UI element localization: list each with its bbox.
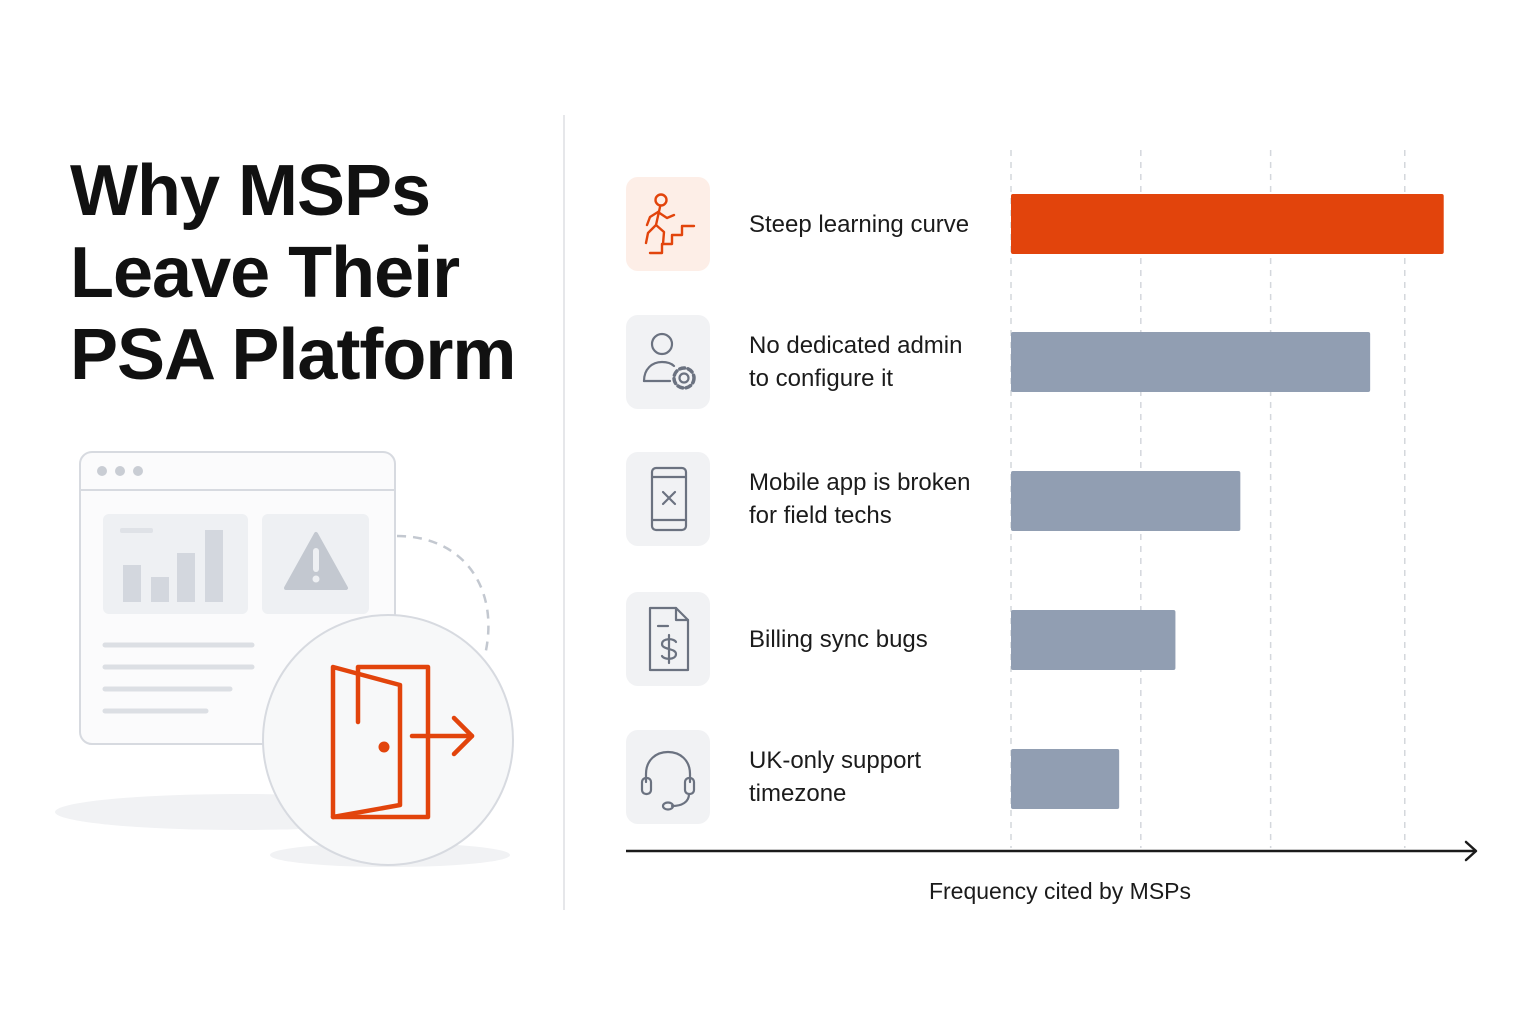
user-gear-icon: [642, 332, 696, 390]
bar-3: [1011, 471, 1241, 531]
x-axis-arrow: [1464, 840, 1478, 862]
reason-label: Billing sync bugs: [749, 625, 928, 653]
bar-1: [1011, 194, 1444, 254]
mini-chart-caption: [120, 528, 153, 533]
invoice-dollar-icon: [648, 606, 690, 672]
reason-label: Mobile app is broken for field techs: [749, 469, 971, 529]
reason-row-no-admin: No dedicated admin to configure it: [626, 315, 1006, 409]
warning-dot: [312, 575, 320, 583]
reason-label: No dedicated admin to configure it: [749, 332, 963, 392]
reason-label: Steep learning curve: [749, 210, 970, 238]
page-title: Why MSPs Leave Their PSA Platform: [70, 150, 540, 396]
stair-climber-icon: [644, 193, 696, 255]
dashed-exit-path: [396, 534, 490, 656]
mini-bar: [177, 553, 195, 602]
window-dot: [133, 466, 143, 476]
mini-bar: [205, 530, 223, 602]
headset-icon: [640, 750, 696, 811]
bar-4: [1011, 610, 1176, 670]
warning-mark: [313, 548, 319, 572]
window-dot: [97, 466, 107, 476]
reason-row-mobile-app: Mobile app is broken for field techs: [626, 452, 1006, 546]
bar-2: [1011, 332, 1371, 392]
reason-label: UK-only support timezone: [749, 747, 922, 807]
exit-circle: [262, 614, 514, 866]
mini-bar: [151, 577, 169, 602]
reason-row-learning-curve: Steep learning curve: [626, 177, 1006, 271]
mini-bar: [123, 565, 141, 602]
reason-row-billing-sync: Billing sync bugs: [626, 592, 1006, 686]
icon-tile: [626, 452, 710, 546]
door-knob: [378, 741, 390, 753]
reason-row-support-timezone: UK-only support timezone: [626, 730, 1006, 824]
platform-exit-illustration: [55, 451, 514, 867]
icon-tile: [626, 730, 710, 824]
window-dot: [115, 466, 125, 476]
title-line: Why MSPs: [70, 151, 431, 231]
exit-door-icon: [330, 664, 475, 820]
section-divider: [563, 115, 565, 910]
title-line: Leave Their: [70, 233, 460, 313]
icon-tile: [626, 177, 710, 271]
title-line: PSA Platform: [70, 315, 516, 395]
broken-mobile-icon: [650, 466, 688, 532]
icon-tile: [626, 315, 710, 409]
bar-5: [1011, 749, 1120, 809]
x-axis-label: Frequency cited by MSPs: [928, 878, 1192, 904]
icon-tile: [626, 592, 710, 686]
